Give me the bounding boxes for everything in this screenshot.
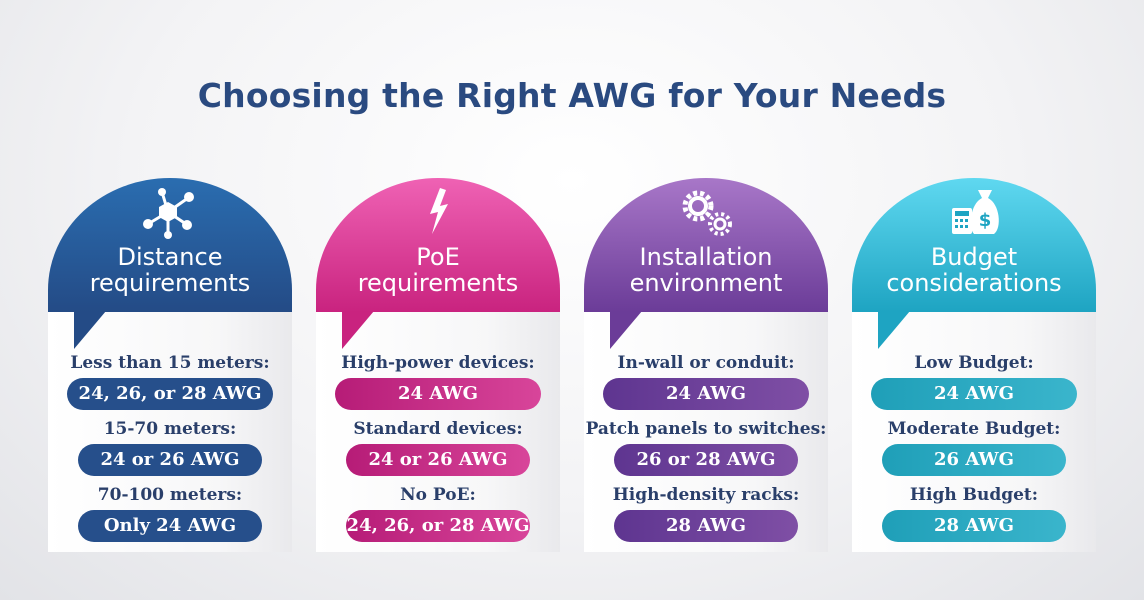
card-title: PoE requirements — [316, 244, 560, 296]
row-value-pill: 26 AWG — [882, 444, 1066, 476]
card-title-line1: Distance — [117, 243, 223, 271]
speech-tail — [342, 311, 374, 349]
row-value-pill: 24 AWG — [603, 378, 809, 410]
card-title: Installation environment — [584, 244, 828, 296]
row-value-pill: 26 or 28 AWG — [614, 444, 798, 476]
card-title-line2: requirements — [89, 269, 251, 297]
card-header: PoE requirements — [316, 178, 560, 312]
card-poe: PoE requirements High-power devices: 24 … — [316, 178, 560, 552]
row-label: High Budget: — [909, 485, 1039, 505]
speech-tail — [74, 311, 106, 349]
row-value-pill: Only 24 AWG — [78, 510, 262, 542]
row-label: Moderate Budget: — [887, 419, 1061, 439]
card-title-line1: PoE — [416, 243, 460, 271]
network-hub-icon — [143, 188, 194, 239]
row-value-pill: 28 AWG — [614, 510, 798, 542]
card-title-line2: requirements — [357, 269, 519, 297]
card-title-line1: Installation — [639, 243, 773, 271]
row-value-pill: 24 or 26 AWG — [346, 444, 530, 476]
row-value-pill: 24 or 26 AWG — [78, 444, 262, 476]
card-distance: Distance requirements Less than 15 meter… — [48, 178, 292, 552]
card-title: Budget considerations — [852, 244, 1096, 296]
card-header: Installation environment — [584, 178, 828, 312]
card-title-line2: considerations — [886, 269, 1062, 297]
row-label: Standard devices: — [353, 419, 523, 439]
row-value-pill: 24, 26, or 28 AWG — [346, 510, 530, 542]
card-title-line1: Budget — [930, 243, 1018, 271]
card-title-line2: environment — [629, 269, 783, 297]
card-installation: Installation environment In-wall or cond… — [584, 178, 828, 552]
row-value-pill: 24, 26, or 28 AWG — [67, 378, 273, 410]
row-label: Patch panels to switches: — [585, 419, 827, 439]
row-label: Less than 15 meters: — [70, 353, 270, 373]
speech-tail — [610, 311, 642, 349]
page-title: Choosing the Right AWG for Your Needs — [197, 76, 947, 115]
row-value-pill: 28 AWG — [882, 510, 1066, 542]
row-label: In-wall or conduit: — [617, 353, 795, 373]
row-label: 70-100 meters: — [97, 485, 243, 505]
row-value-pill: 24 AWG — [871, 378, 1077, 410]
money-bag-calculator-icon: $ — [952, 190, 999, 234]
gears-icon — [682, 190, 732, 236]
row-label: 15-70 meters: — [103, 419, 237, 439]
card-budget: $ Budget considerations Low Budget: 24 A… — [852, 178, 1096, 552]
row-label: Low Budget: — [914, 353, 1034, 373]
card-header: Distance requirements — [48, 178, 292, 312]
row-label: High-power devices: — [341, 353, 535, 373]
svg-text:$: $ — [979, 210, 992, 231]
row-label: High-density racks: — [612, 485, 800, 505]
card-header: $ Budget considerations — [852, 178, 1096, 312]
card-title: Distance requirements — [48, 244, 292, 296]
speech-tail — [878, 311, 910, 349]
lightning-bolt-icon — [430, 188, 448, 234]
row-label: No PoE: — [400, 485, 476, 505]
row-value-pill: 24 AWG — [335, 378, 541, 410]
